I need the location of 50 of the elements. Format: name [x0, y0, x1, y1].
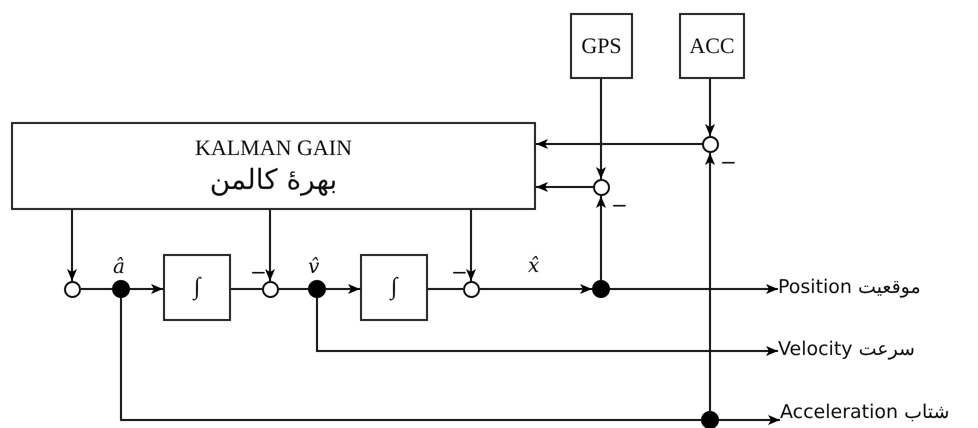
branch-point: [592, 280, 610, 298]
signal-symbol: â: [113, 256, 125, 276]
output-text: Acceleration شتاب: [780, 401, 950, 423]
summing-junction: [702, 136, 719, 153]
arrow: [536, 139, 702, 149]
box-subtitle: بهرهٔ کالمن: [210, 162, 338, 198]
connector-line: [81, 288, 112, 290]
integral-symbol: ∫: [390, 272, 398, 302]
process-box: [11, 122, 536, 210]
box-title: KALMAN GAIN: [194, 134, 352, 162]
arrow: [610, 284, 778, 294]
signal-symbol: −: [250, 262, 267, 282]
edge-label: x̂: [528, 255, 540, 275]
connector-line: [231, 288, 262, 290]
signal-symbol: −: [451, 262, 468, 282]
branch-point: [112, 280, 130, 298]
signal-symbol: −: [720, 152, 737, 172]
arrow: [719, 415, 780, 425]
connector-line: [428, 288, 463, 290]
signal-symbol: v̂: [308, 256, 320, 276]
process-box: [360, 254, 428, 321]
summing-junction: [463, 281, 480, 298]
arrow: [67, 210, 77, 281]
process-box: [163, 254, 231, 321]
arrow: [705, 79, 715, 136]
arrow: [480, 284, 592, 294]
branch-point: [308, 280, 326, 298]
box-title: ACC: [689, 32, 735, 60]
connector-line: [120, 298, 701, 421]
connector-line: [279, 288, 308, 290]
arrow: [130, 284, 163, 294]
branch-point: [701, 411, 719, 428]
signal-symbol: −: [611, 195, 628, 215]
arrow: [596, 79, 606, 179]
integral-symbol: ∫: [194, 272, 200, 302]
arrow: [265, 210, 275, 281]
summing-junction: [262, 281, 279, 298]
process-box: [679, 13, 745, 79]
process-box: [570, 13, 633, 79]
arrow: [326, 284, 360, 294]
box-title: GPS: [581, 32, 622, 60]
arrow: [316, 298, 778, 356]
summing-junction: [64, 281, 81, 298]
arrow: [536, 182, 593, 192]
output-text: Position موقعیت: [778, 276, 922, 298]
arrow: [596, 196, 606, 280]
arrow: [705, 153, 715, 411]
arrow: [466, 210, 476, 281]
output-text: Velocity سرعت: [778, 338, 916, 360]
summing-junction: [593, 179, 610, 196]
